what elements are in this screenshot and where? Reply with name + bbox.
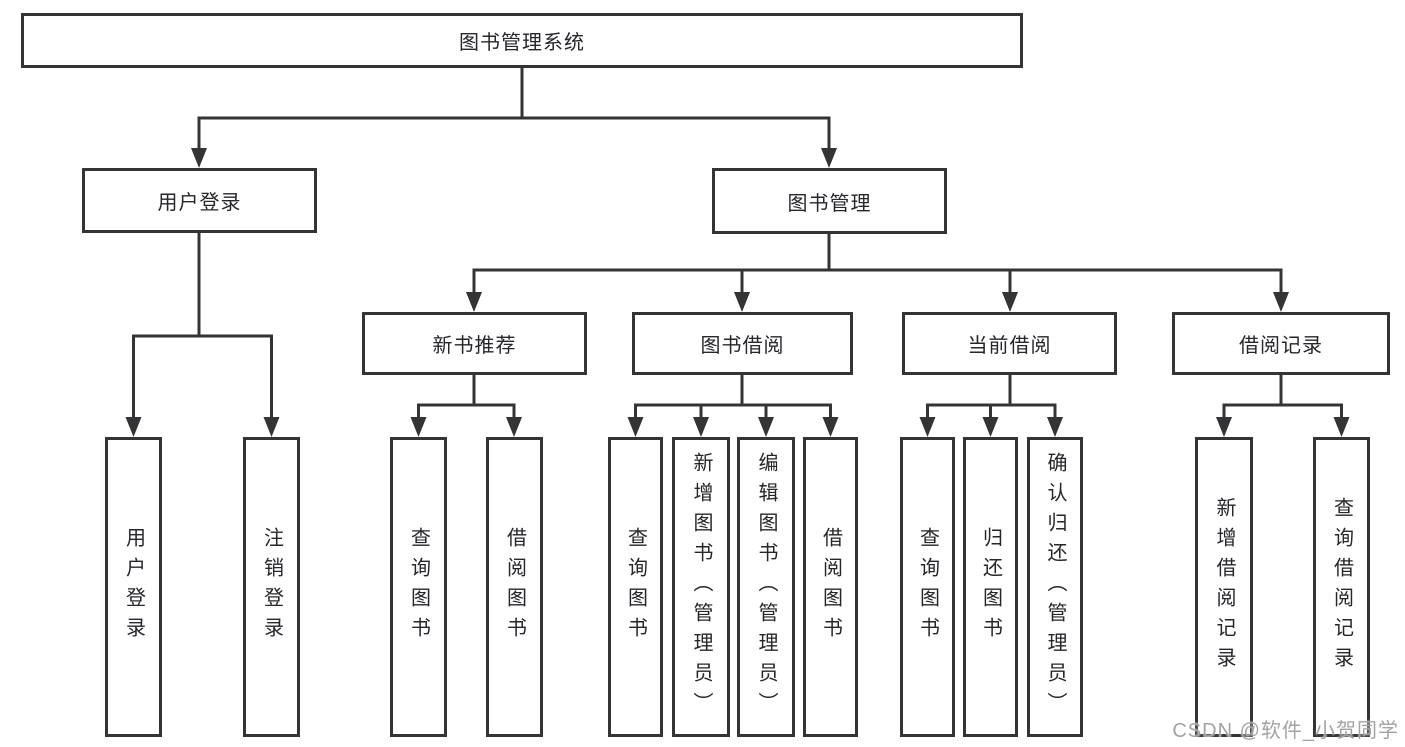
node-book-borrow-label: 图书借阅 xyxy=(700,335,785,357)
connector-borrow-records xyxy=(1222,375,1343,419)
node-current-borrow-label: 当前借阅 xyxy=(967,335,1052,357)
leaf-user-login: 用户登录 xyxy=(105,437,162,737)
leaf-query-books-2-label: 查询图书 xyxy=(624,527,647,647)
connector-root-split xyxy=(197,68,831,150)
leaf-add-borrow-record-label: 新增借阅记录 xyxy=(1213,497,1235,677)
leaf-confirm-return-admin-label: 确认归还（管理员） xyxy=(1044,452,1066,722)
connector-user-login xyxy=(132,233,273,419)
arrowheads-book-management xyxy=(466,292,1289,312)
leaf-return-books: 归还图书 xyxy=(963,437,1018,737)
node-book-management-label: 图书管理 xyxy=(787,192,872,215)
arrowheads-borrow-records xyxy=(1216,417,1350,437)
leaf-confirm-return-admin: 确认归还（管理员） xyxy=(1027,437,1083,737)
node-current-borrow: 当前借阅 xyxy=(902,312,1117,375)
leaf-borrow-books-2: 借阅图书 xyxy=(803,437,858,737)
leaf-logout: 注销登录 xyxy=(243,437,300,737)
arrowheads-current-borrow xyxy=(919,417,1063,437)
connector-current-borrow xyxy=(926,375,1057,419)
watermark-text: CSDN @软件_小贺同学 xyxy=(1172,720,1399,742)
leaf-edit-books-admin-label: 编辑图书（管理员） xyxy=(755,452,777,722)
leaf-return-books-label: 归还图书 xyxy=(979,527,1002,647)
leaf-query-borrow-record-label: 查询借阅记录 xyxy=(1330,497,1353,677)
node-new-book-recommend-label: 新书推荐 xyxy=(432,335,517,357)
leaf-query-books-2: 查询图书 xyxy=(608,437,663,737)
arrowheads-root-split xyxy=(191,148,837,168)
arrowheads-new-book xyxy=(410,417,522,437)
node-borrow-records: 借阅记录 xyxy=(1172,312,1390,375)
leaf-add-books-admin: 新增图书（管理员） xyxy=(672,437,730,737)
node-book-management: 图书管理 xyxy=(712,168,947,234)
leaf-query-books-1: 查询图书 xyxy=(390,437,447,737)
leaf-add-borrow-record: 新增借阅记录 xyxy=(1195,437,1253,737)
node-book-borrow: 图书借阅 xyxy=(632,312,853,375)
connector-book-borrow xyxy=(634,375,832,419)
leaf-query-borrow-record: 查询借阅记录 xyxy=(1313,437,1370,737)
leaf-query-books-3: 查询图书 xyxy=(900,437,955,737)
leaf-edit-books-admin: 编辑图书（管理员） xyxy=(737,437,795,737)
arrowheads-book-borrow xyxy=(627,417,839,437)
node-user-login: 用户登录 xyxy=(82,168,317,233)
node-borrow-records-label: 借阅记录 xyxy=(1239,335,1323,357)
node-library-system: 图书管理系统 xyxy=(21,13,1023,68)
node-library-system-label: 图书管理系统 xyxy=(459,32,585,54)
leaf-query-books-1-label: 查询图书 xyxy=(407,527,430,647)
leaf-borrow-books-1: 借阅图书 xyxy=(486,437,543,737)
connector-book-management xyxy=(472,233,1283,294)
leaf-add-books-admin-label: 新增图书（管理员） xyxy=(690,452,712,722)
leaf-user-login-label: 用户登录 xyxy=(122,527,145,647)
node-new-book-recommend: 新书推荐 xyxy=(362,312,587,375)
leaf-query-books-3-label: 查询图书 xyxy=(916,527,939,647)
node-user-login-label: 用户登录 xyxy=(157,192,242,214)
leaf-logout-label: 注销登录 xyxy=(260,527,283,647)
arrowheads-user-login xyxy=(125,417,280,437)
leaf-borrow-books-1-label: 借阅图书 xyxy=(503,527,526,647)
leaf-borrow-books-2-label: 借阅图书 xyxy=(819,527,842,647)
connector-new-book xyxy=(417,375,516,419)
